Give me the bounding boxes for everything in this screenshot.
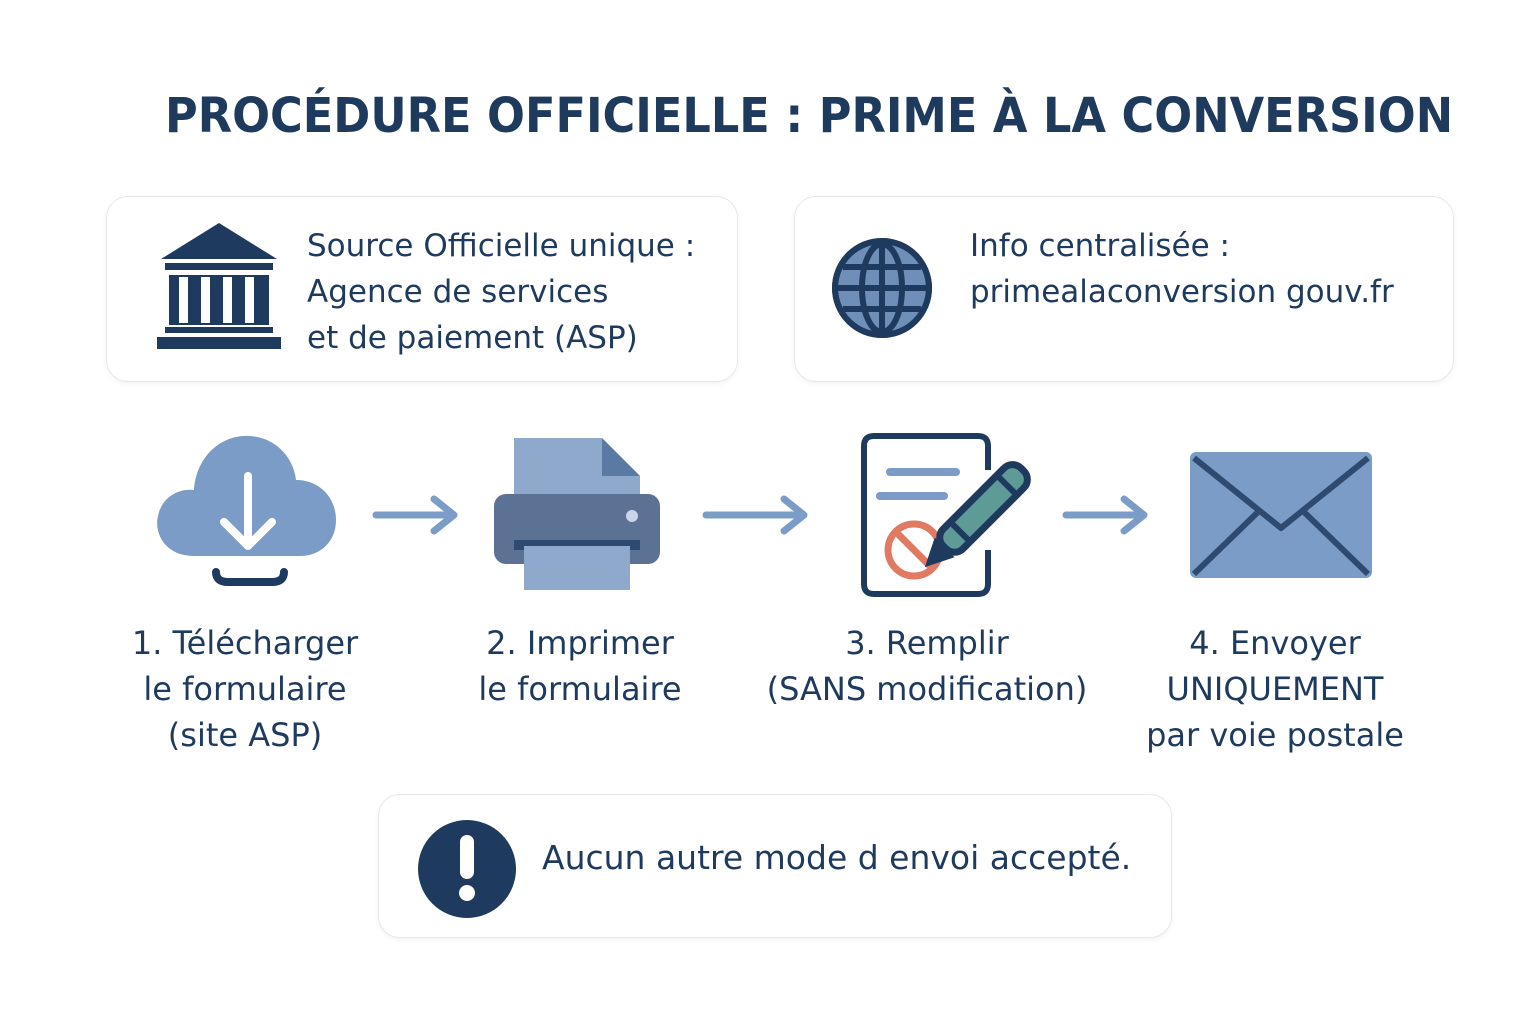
warning-text: Aucun autre mode d envoi accepté.	[542, 838, 1132, 877]
source-line-2: Agence de services	[307, 274, 609, 310]
step-1: 1. Télécharger le formulaire (site ASP)	[110, 620, 380, 758]
step-4: 4. Envoyer UNIQUEMENT par voie postale	[1130, 620, 1420, 758]
step-1-line-2: le formulaire	[143, 670, 347, 708]
globe-icon	[832, 238, 932, 338]
step-3-line-2: (SANS modification)	[766, 670, 1088, 708]
info-card-text: Info centralisée : primealaconversion go…	[970, 223, 1394, 315]
step-1-line-3: (site ASP)	[167, 716, 323, 754]
bank-building-icon	[157, 223, 281, 349]
warning-card: Aucun autre mode d envoi accepté.	[378, 794, 1172, 938]
source-line-1: Source Officielle unique :	[307, 228, 696, 264]
source-line-3: et de paiement (ASP)	[307, 320, 638, 356]
arrow-icon	[1062, 495, 1148, 535]
step-3-line-1: 3. Remplir	[845, 624, 1009, 662]
arrow-icon	[702, 495, 808, 535]
step-2-line-1: 2. Imprimer	[486, 624, 674, 662]
info-line-2[interactable]: primealaconversion gouv.fr	[970, 274, 1394, 310]
info-line-1: Info centralisée :	[970, 228, 1231, 264]
exclamation-icon	[418, 820, 516, 918]
document-pen-no-edit-icon	[861, 433, 1031, 597]
source-card-text: Source Officielle unique : Agence de ser…	[307, 223, 695, 361]
step-2: 2. Imprimer le formulaire	[450, 620, 710, 712]
arrow-icon	[372, 495, 458, 535]
printer-icon	[494, 438, 660, 590]
step-2-line-2: le formulaire	[478, 670, 682, 708]
step-1-line-1: 1. Télécharger	[131, 624, 359, 662]
step-4-line-3: par voie postale	[1146, 716, 1404, 754]
cloud-download-icon	[157, 435, 336, 586]
step-4-line-1: 4. Envoyer	[1189, 624, 1361, 662]
page-title: PROCÉDURE OFFICIELLE : PRIME À LA CONVER…	[165, 88, 1454, 144]
step-3: 3. Remplir (SANS modification)	[752, 620, 1102, 712]
source-card: Source Officielle unique : Agence de ser…	[106, 196, 738, 382]
info-card: Info centralisée : primealaconversion go…	[794, 196, 1454, 382]
step-4-line-2: UNIQUEMENT	[1166, 670, 1384, 708]
envelope-icon	[1190, 452, 1372, 578]
